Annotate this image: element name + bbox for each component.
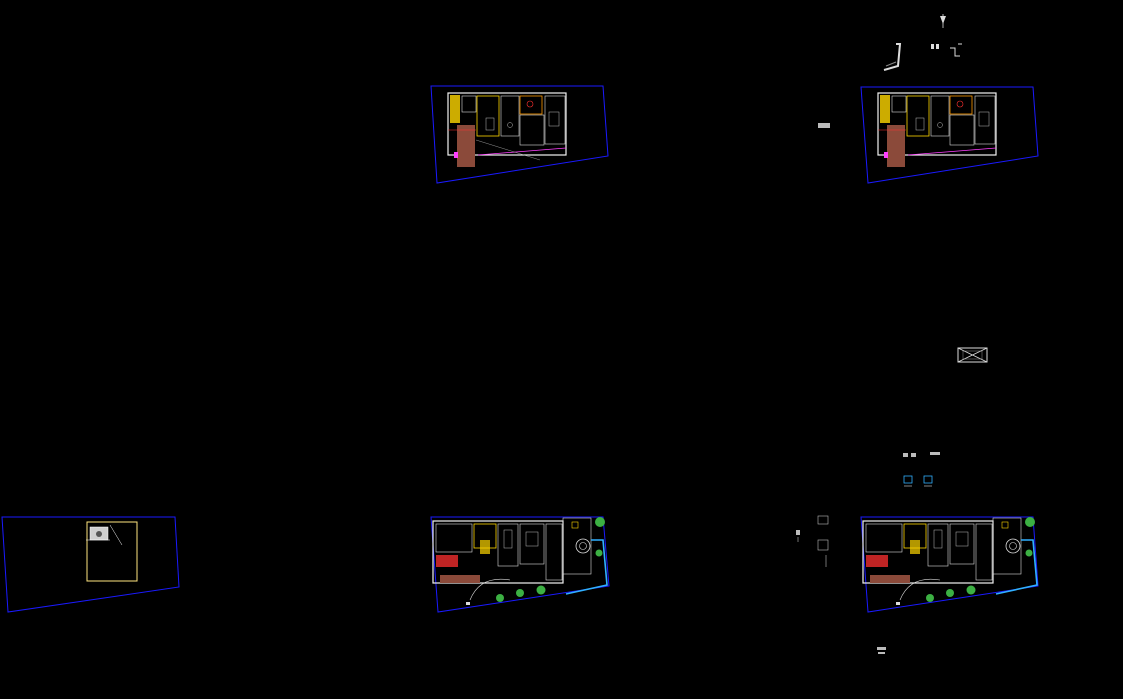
tree bbox=[946, 589, 954, 597]
section-mark[interactable] bbox=[931, 43, 962, 57]
building-outline bbox=[86, 521, 138, 582]
exterior-wall bbox=[877, 92, 997, 156]
fixture bbox=[956, 100, 964, 108]
tree bbox=[516, 589, 524, 597]
paving bbox=[457, 125, 475, 167]
pool-marker bbox=[96, 531, 102, 537]
room-4 bbox=[949, 95, 973, 115]
stair bbox=[910, 540, 920, 554]
furniture bbox=[915, 117, 925, 131]
site-boundary bbox=[430, 516, 610, 613]
site-boundary bbox=[430, 85, 609, 184]
furniture bbox=[933, 529, 943, 549]
tree bbox=[966, 585, 976, 595]
exterior-wall bbox=[447, 92, 567, 156]
legend-block[interactable] bbox=[818, 123, 830, 128]
north-arrow[interactable] bbox=[940, 14, 946, 28]
terrace-edge bbox=[565, 539, 608, 595]
stair-core bbox=[450, 95, 460, 123]
curved-path bbox=[469, 578, 511, 601]
paving bbox=[440, 575, 480, 583]
room-1 bbox=[435, 523, 473, 553]
room-6 bbox=[992, 517, 1022, 575]
room-6 bbox=[974, 95, 996, 145]
room-2 bbox=[476, 95, 500, 137]
curved-path bbox=[899, 578, 941, 601]
site-boundary bbox=[860, 86, 1039, 184]
paving bbox=[870, 575, 910, 583]
tree bbox=[536, 585, 546, 595]
room-1 bbox=[461, 95, 477, 113]
furniture bbox=[485, 117, 495, 131]
accent-block bbox=[436, 555, 458, 567]
furniture bbox=[548, 111, 560, 127]
door-symbols[interactable] bbox=[903, 475, 933, 487]
floor-plan-upper-b[interactable] bbox=[860, 86, 1039, 184]
room-5 bbox=[545, 523, 563, 581]
site-boundary bbox=[1, 516, 180, 613]
room-6 bbox=[562, 517, 592, 575]
fixture bbox=[937, 122, 943, 128]
accent-block bbox=[866, 555, 888, 567]
furniture bbox=[503, 529, 513, 549]
tree bbox=[496, 594, 504, 602]
furniture bbox=[955, 531, 969, 547]
tree bbox=[595, 517, 605, 527]
floor-plan-ground-a[interactable] bbox=[430, 516, 610, 613]
room-5 bbox=[949, 114, 975, 146]
room-6 bbox=[544, 95, 566, 145]
room-4 bbox=[949, 523, 975, 565]
site-boundary bbox=[860, 516, 1039, 613]
stair-core bbox=[880, 95, 890, 123]
room-4 bbox=[519, 95, 543, 115]
site-plan-sketch[interactable] bbox=[1, 516, 180, 613]
box-with-cross[interactable] bbox=[957, 347, 988, 363]
terrace-edge bbox=[995, 539, 1038, 595]
room-3 bbox=[930, 95, 950, 137]
scale-note[interactable] bbox=[877, 647, 886, 654]
tree bbox=[926, 594, 934, 602]
furniture bbox=[978, 111, 990, 127]
room-1 bbox=[865, 523, 903, 553]
tree bbox=[1025, 517, 1035, 527]
floor-plan-ground-b[interactable] bbox=[860, 516, 1039, 613]
stair bbox=[480, 540, 490, 554]
paving bbox=[887, 125, 905, 167]
pool-circle bbox=[575, 538, 591, 554]
floor-plan-upper-a[interactable] bbox=[430, 85, 609, 184]
room-5 bbox=[975, 523, 993, 581]
room-5 bbox=[519, 114, 545, 146]
elevation-marks[interactable] bbox=[796, 515, 829, 567]
room-3 bbox=[500, 95, 520, 137]
tree bbox=[595, 549, 603, 557]
room-1 bbox=[891, 95, 907, 113]
tree bbox=[1025, 549, 1033, 557]
furniture bbox=[525, 531, 539, 547]
fixture bbox=[507, 122, 513, 128]
room-4 bbox=[519, 523, 545, 565]
room-3 bbox=[497, 523, 519, 567]
pool-circle bbox=[1005, 538, 1021, 554]
room-3 bbox=[927, 523, 949, 567]
stair-detail[interactable] bbox=[883, 43, 902, 71]
label-row[interactable] bbox=[903, 452, 940, 457]
room-2 bbox=[906, 95, 930, 137]
fixture bbox=[526, 100, 534, 108]
